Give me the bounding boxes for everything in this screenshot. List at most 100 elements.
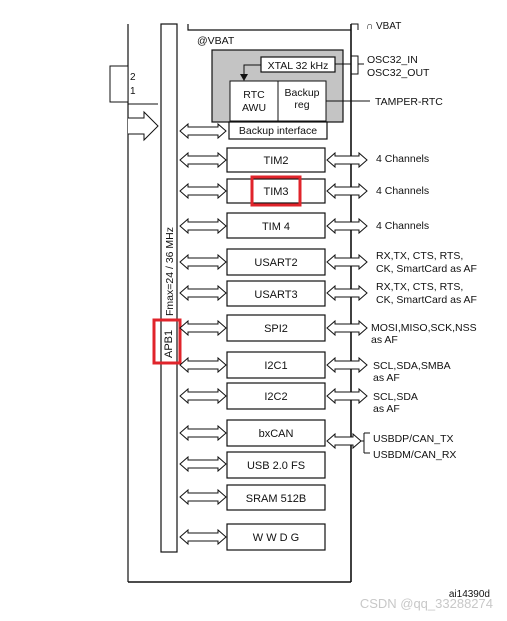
backup-reg-label-2: reg xyxy=(294,99,309,111)
i2c2-box xyxy=(226,382,326,410)
bus-arrow-backup xyxy=(179,122,227,140)
usart3-box xyxy=(226,280,326,307)
tim2-signals: 4 Channels xyxy=(376,153,429,165)
bus-arrow-tim4 xyxy=(179,217,227,235)
usb-can-bracket xyxy=(361,432,370,454)
bus-arrow-sram xyxy=(179,488,227,506)
peripheral-row: USART3 RX,TX, CTS, RTS, CK, SmartCard as… xyxy=(179,280,477,307)
xtal-to-rtc-line xyxy=(243,64,261,75)
apb1-bus-bar xyxy=(160,23,178,553)
apb1-highlight-box xyxy=(152,318,182,365)
bus-arrow-wwdg xyxy=(179,528,227,546)
top-partial-label: ∩ VBAT xyxy=(366,21,401,32)
io-arrow-usart2 xyxy=(326,253,368,271)
watermark: CSDN @qq_33288274 xyxy=(360,596,493,611)
tim4-box xyxy=(226,212,326,239)
bus-arrow-bxcan xyxy=(179,424,227,442)
io-arrow-spi2 xyxy=(326,319,368,337)
usart2-label: USART2 xyxy=(254,257,297,269)
top-partial-box xyxy=(187,24,351,31)
usb-can-signal-2: USBDM/CAN_RX xyxy=(373,449,456,461)
awu-label: AWU xyxy=(242,102,266,114)
tim3-signals: 4 Channels xyxy=(376,185,429,197)
spi2-box xyxy=(226,314,326,342)
bus-arrow-i2c2 xyxy=(179,387,227,405)
vbat-label: @VBAT xyxy=(197,35,235,47)
bus-arrow-spi2 xyxy=(179,319,227,337)
bus-freq-label: Fmax=24 / 36 MHz xyxy=(164,227,176,316)
usart3-signals-2: CK, SmartCard as AF xyxy=(376,294,477,306)
i2c2-label: I2C2 xyxy=(264,391,287,403)
osc32-bracket xyxy=(351,55,364,75)
bus-arrow-usart3 xyxy=(179,284,227,302)
wwdg-box xyxy=(226,523,326,551)
wwdg-label: W W D G xyxy=(253,532,299,544)
i2c1-label: I2C1 xyxy=(264,360,287,372)
spi2-signals-1: MOSI,MISO,SCK,NSS xyxy=(371,322,477,334)
tim2-label: TIM2 xyxy=(263,155,288,167)
io-arrow-tim3 xyxy=(326,182,368,200)
bxcan-label: bxCAN xyxy=(259,428,294,440)
peripheral-row: TIM3 4 Channels xyxy=(179,175,429,207)
figure-id: ai14390d xyxy=(449,589,490,600)
bus-label: APB1 xyxy=(163,330,175,358)
usb-box xyxy=(226,451,326,479)
xtal-to-rtc-arrowhead xyxy=(240,74,248,81)
left-input-arrow xyxy=(128,110,159,142)
usb-can-signal-1: USBDP/CAN_TX xyxy=(373,433,454,445)
usart3-label: USART3 xyxy=(254,289,297,301)
io-arrow-usart3 xyxy=(326,284,368,302)
tim3-box xyxy=(226,178,326,204)
osc32-out-label: OSC32_OUT xyxy=(367,67,430,79)
tim4-signals: 4 Channels xyxy=(376,220,429,232)
io-arrow-tim4 xyxy=(326,217,368,235)
usart2-signals-2: CK, SmartCard as AF xyxy=(376,263,477,275)
io-arrow-i2c1 xyxy=(326,356,368,374)
backup-interface-label: Backup interface xyxy=(239,125,317,137)
peripheral-row: SRAM 512B xyxy=(179,484,326,511)
usb-label: USB 2.0 FS xyxy=(247,460,305,472)
usb-can-io-arrow xyxy=(326,432,362,450)
spi2-label: SPI2 xyxy=(264,323,288,335)
spi2-signals-2: as AF xyxy=(371,334,398,346)
backup-reg-label-1: Backup xyxy=(284,87,319,99)
i2c1-signals-1: SCL,SDA,SMBA xyxy=(373,360,451,372)
rtc-box xyxy=(229,80,279,122)
xtal-label: XTAL 32 kHz xyxy=(268,60,329,72)
left-partial-text-1: 2 xyxy=(130,72,136,83)
bus-arrow-usb xyxy=(179,455,227,473)
usart3-signals-1: RX,TX, CTS, RTS, xyxy=(376,281,463,293)
peripheral-row: TIM2 4 Channels xyxy=(179,147,429,173)
usart2-box xyxy=(226,248,326,276)
peripheral-row: I2C1 SCL,SDA,SMBA as AF xyxy=(179,351,451,384)
bus-arrow-usart2 xyxy=(179,253,227,271)
tim4-label: TIM 4 xyxy=(262,221,290,233)
backup-interface-box xyxy=(228,121,328,140)
i2c1-box xyxy=(226,351,326,379)
top-right-bracket xyxy=(351,23,359,30)
i2c2-signals-1: SCL,SDA xyxy=(373,391,418,403)
bus-arrow-tim2 xyxy=(179,151,227,169)
tim3-highlight-box xyxy=(250,175,302,207)
peripheral-row: TIM 4 4 Channels xyxy=(179,212,429,239)
bxcan-box xyxy=(226,419,326,447)
peripheral-row: SPI2 MOSI,MISO,SCK,NSS as AF xyxy=(179,314,477,346)
i2c1-signals-2: as AF xyxy=(373,372,400,384)
left-partial-text-2: 1 xyxy=(130,86,136,97)
sram-label: SRAM 512B xyxy=(246,493,307,505)
io-arrow-i2c2 xyxy=(326,387,368,405)
peripheral-row: I2C2 SCL,SDA as AF xyxy=(179,382,418,415)
peripheral-row: W W D G xyxy=(179,523,326,551)
left-partial-block xyxy=(109,65,129,103)
peripheral-row: bxCAN xyxy=(179,419,326,447)
sram-box xyxy=(226,484,326,511)
tim3-label: TIM3 xyxy=(263,186,288,198)
backup-reg-box xyxy=(277,80,327,122)
osc32-in-label: OSC32_IN xyxy=(367,54,418,66)
tamper-rtc-label: TAMPER-RTC xyxy=(375,96,443,108)
io-arrow-tim2 xyxy=(326,151,368,169)
peripheral-row: USB 2.0 FS xyxy=(179,451,326,479)
usart2-signals-1: RX,TX, CTS, RTS, xyxy=(376,250,463,262)
bus-arrow-tim3 xyxy=(179,182,227,200)
